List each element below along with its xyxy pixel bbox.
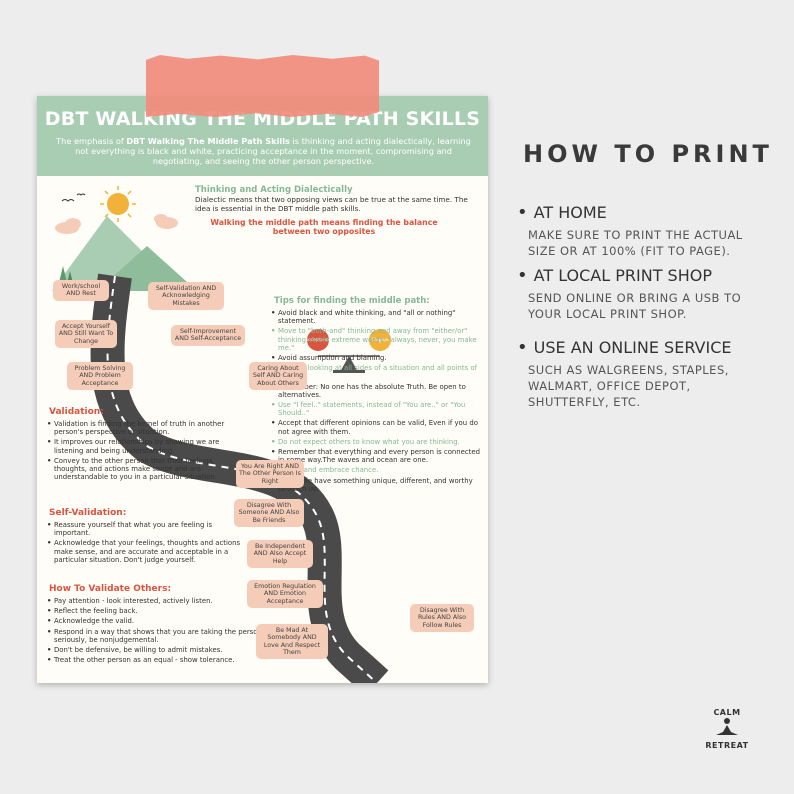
bubble-caring-about-self: Caring About Self AND Caring About Other…	[249, 362, 307, 390]
list-item: Convey to the other person that their fe…	[47, 457, 247, 482]
list-item: It improves our relationships by showing…	[47, 438, 247, 454]
sun-icon	[100, 186, 136, 222]
bubble-be-mad: Be Mad At Somebody AND Love And Respect …	[256, 624, 328, 660]
intro-text: The emphasis of DBT Walking The Middle P…	[51, 136, 476, 166]
footer-credit: - CALM RETREAT ON ETSY -	[225, 671, 300, 676]
option-online-text: SUCH AS WALGREENS, STAPLES, WALMART, OFF…	[528, 363, 729, 409]
list-item: Treat the other person as an equal - sho…	[47, 656, 262, 664]
list-item: Respond in a way that shows that you are…	[47, 628, 262, 644]
option-home-label: AT HOME	[533, 203, 607, 222]
list-item: Use "I feel.." statements, instead of "Y…	[271, 401, 481, 417]
option-online-heading: • USE AN ONLINE SERVICE	[517, 337, 732, 358]
balance-text: Walking the middle path means finding th…	[210, 218, 438, 236]
option-home-heading: • AT HOME	[517, 202, 607, 223]
list-item: Acknowledge the valid.	[47, 617, 262, 625]
calm-retreat-logo: CALM RETREAT	[696, 708, 758, 750]
list-item: Validation is finding the kernel of trut…	[47, 420, 247, 436]
list-item: Pay attention - look interested, activel…	[47, 597, 262, 605]
self-validation-list: Reassure yourself that what you are feel…	[47, 521, 247, 566]
washi-tape	[146, 55, 379, 117]
option-print-shop-text: SEND ONLINE OR BRING A USB TO YOUR LOCAL…	[528, 291, 742, 321]
logo-line2: RETREAT	[705, 741, 749, 750]
meditation-icon	[716, 718, 738, 735]
option-print-shop-label: AT LOCAL PRINT SHOP	[533, 266, 712, 285]
how-validate-list: Pay attention - look interested, activel…	[47, 597, 262, 666]
bubble-problem-solving: Problem Solving AND Problem Acceptance	[67, 362, 133, 390]
validation-list: Validation is finding the kernel of trut…	[47, 420, 247, 483]
self-validation-heading: Self-Validation:	[49, 508, 127, 518]
thinking-text: Dialectic means that two opposing views …	[195, 195, 468, 213]
bubble-self-improvement: Self-Improvement AND Self-Acceptance	[171, 325, 245, 346]
bubble-accept-yourself: Accept Yourself AND Still Want To Change	[55, 320, 117, 348]
list-item: Reassure yourself that what you are feel…	[47, 521, 247, 537]
birds-icon	[61, 193, 86, 202]
intro-pre: The emphasis of	[56, 136, 127, 146]
bubble-be-independent: Be Independent AND Also Accept Help	[247, 540, 313, 568]
logo-line1: CALM	[713, 708, 741, 717]
option-print-shop-heading: • AT LOCAL PRINT SHOP	[517, 265, 712, 286]
how-to-print-title: HOW TO PRINT	[523, 140, 773, 168]
list-item: Don't be defensive, be willing to admit …	[47, 646, 262, 654]
bubble-work-rest: Work/school AND Rest	[53, 280, 109, 301]
bullet-icon: •	[517, 337, 528, 358]
tips-list: Avoid black and white thinking, and "all…	[271, 309, 481, 495]
intro-bold: DBT Walking The Middle Path Skills	[126, 136, 290, 146]
option-online-label: USE AN ONLINE SERVICE	[533, 338, 732, 357]
bullet-icon: •	[517, 202, 528, 223]
printable-sheet: DBT WALKING THE MIDDLE PATH SKILLS The e…	[37, 96, 488, 683]
validation-heading: Validation:	[49, 407, 104, 417]
tips-heading: Tips for finding the middle path:	[274, 296, 430, 306]
list-item: Acknowledge that your feelings, thoughts…	[47, 539, 247, 564]
list-item: Accept that different opinions can be va…	[271, 419, 481, 435]
bubble-self-validation: Self-Validation AND Acknowledging Mistak…	[148, 282, 224, 310]
bubble-disagree-friends: Disagree With Someone AND Also Be Friend…	[234, 499, 304, 527]
list-item: Avoid assumption and blaming.	[271, 354, 481, 362]
list-item: Remember that everything and every perso…	[271, 448, 481, 464]
list-item: Reflect the feeling back.	[47, 607, 262, 615]
list-item: Do not expect others to know what you ar…	[271, 438, 481, 446]
list-item: Avoid black and white thinking, and "all…	[271, 309, 481, 325]
intro-post: is thinking and acting dialectically, le…	[75, 136, 471, 166]
bubble-emotion-regulation: Emotion Regulation AND Emotion Acceptanc…	[247, 580, 323, 608]
option-home-text: MAKE SURE TO PRINT THE ACTUAL SIZE OR AT…	[528, 228, 743, 258]
bubble-disagree-rules: Disagree With Rules AND Also Follow Rule…	[410, 604, 474, 632]
bubble-you-are-right: You Are Right AND The Other Person Is Ri…	[236, 460, 304, 488]
how-validate-heading: How To Validate Others:	[49, 584, 172, 594]
list-item: Move to "both-and" thinking and away fro…	[271, 327, 481, 352]
cloud-icon	[55, 214, 178, 234]
bullet-icon: •	[517, 265, 528, 286]
thinking-heading: Thinking and Acting Dialectically	[195, 185, 353, 195]
